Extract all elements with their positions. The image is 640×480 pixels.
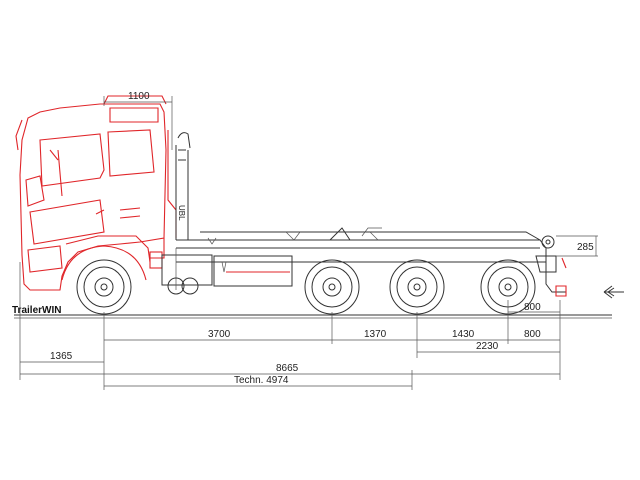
dim-label-rear-bogie: 2230 [476, 341, 499, 352]
dimension-total-length: 8665 [20, 363, 560, 375]
svg-text:UBL: UBL [177, 205, 186, 221]
dim-label-rear-overhang-upper: 800 [524, 302, 541, 313]
dim-label-front-overhang: 1365 [50, 351, 73, 362]
double-arrow-left-icon [603, 285, 624, 299]
rear-wheel-1 [304, 259, 360, 315]
dimension-rear-height: 285 [556, 235, 598, 257]
dim-label-axle-spacing-2: 1430 [452, 329, 475, 340]
dim-label-rear-overhang-lower: 800 [524, 329, 541, 340]
ground-line [14, 314, 612, 319]
dimension-cab-top: 1100 [103, 91, 173, 150]
dimension-rear-bogie: 2230 [417, 341, 560, 353]
dim-label-rear-height: 285 [577, 242, 594, 253]
dim-label-axle-spacing-1: 1370 [364, 329, 387, 340]
chassis-frame [161, 227, 547, 290]
dimension-technical-wheelbase: Techn. 4974 [104, 370, 413, 390]
dimension-rear-overhang-upper: 800 [508, 302, 560, 313]
exhaust-stack: UBL [175, 132, 191, 240]
dim-label-wheelbase: 3700 [208, 329, 231, 340]
front-wheel [76, 259, 132, 315]
rear-hook [535, 235, 567, 297]
dim-label-technical-wheelbase: Techn. 4974 [234, 375, 289, 386]
rear-wheel-2 [389, 259, 445, 315]
dim-label-cab-top: 1100 [128, 91, 150, 102]
dim-label-total-length: 8665 [276, 363, 299, 374]
dimension-row-1: 3700 1370 1430 800 [103, 300, 561, 390]
trailerwin-logo: TrailerWIN [12, 305, 61, 316]
lift-axle-wheels [167, 277, 199, 295]
dimension-front-overhang: 1365 [19, 262, 104, 380]
cab-outline [15, 95, 177, 291]
